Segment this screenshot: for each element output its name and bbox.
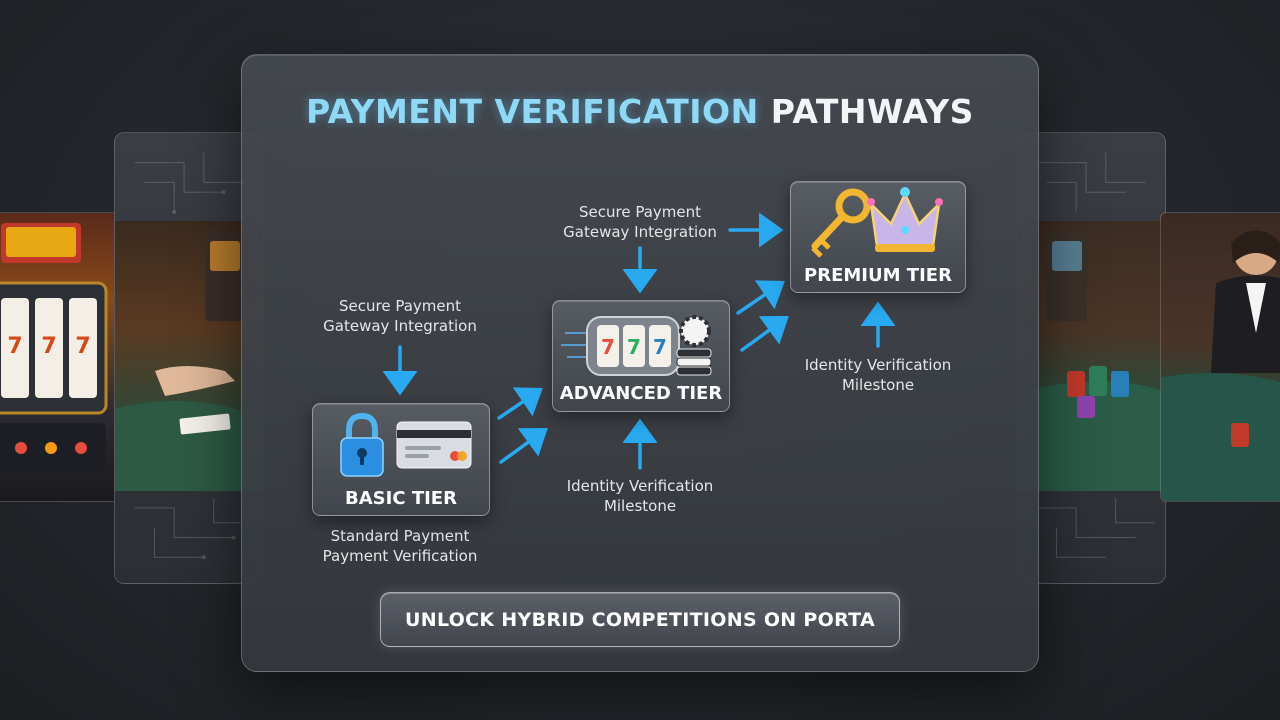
svg-text:7: 7 — [41, 334, 56, 359]
svg-text:7: 7 — [75, 334, 90, 359]
basic-tier-card[interactable]: BASIC TIER — [312, 403, 490, 516]
circuit-pattern-right — [1036, 152, 1156, 558]
slot-machine-illustration: 7 7 7 — [0, 223, 108, 473]
circuit-pattern — [134, 152, 254, 560]
svg-text:7: 7 — [653, 335, 667, 359]
page-title: PAYMENT VERIFICATION PATHWAYS — [0, 92, 1280, 131]
basic-bottom-label: Standard Payment Payment Verification — [322, 527, 478, 565]
svg-text:7: 7 — [601, 335, 615, 359]
padlock-icon — [340, 412, 384, 477]
poker-chips-icon — [676, 315, 712, 376]
advanced-tier-card[interactable]: 7 7 7 ADVANCED TIER — [552, 300, 730, 412]
title-accent: PAYMENT VERIFICATION — [306, 92, 759, 131]
casino-table-image-panel — [114, 132, 264, 584]
slot-reels-icon: 7 7 7 — [586, 316, 680, 376]
advanced-tier-name: ADVANCED TIER — [559, 383, 723, 404]
advanced-top-label: Secure Payment Gateway Integration — [563, 203, 717, 241]
svg-text:7: 7 — [627, 335, 641, 359]
crown-icon — [867, 187, 943, 252]
golden-key-icon — [811, 188, 871, 258]
svg-text:7: 7 — [7, 334, 22, 359]
title-plain: PATHWAYS — [770, 92, 974, 131]
poker-table-image-panel — [1016, 132, 1166, 584]
basic-top-label: Secure Payment Gateway Integration — [323, 297, 477, 335]
advanced-bottom-label: Identity Verification Milestone — [566, 477, 714, 515]
premium-tier-card[interactable]: PREMIUM TIER — [790, 181, 966, 293]
dealer-image-panel — [1160, 212, 1280, 502]
credit-card-icon — [396, 421, 472, 469]
speed-lines-icon — [561, 332, 587, 358]
unlock-competitions-button[interactable]: UNLOCK HYBRID COMPETITIONS ON PORTA — [380, 592, 900, 647]
dealer-illustration — [1161, 230, 1280, 501]
basic-tier-name: BASIC TIER — [345, 488, 457, 509]
slot-machine-image-panel: 7 7 7 — [0, 212, 120, 502]
poker-table-scene — [1017, 221, 1165, 521]
premium-tier-name: PREMIUM TIER — [804, 265, 952, 286]
casino-table-scene — [115, 221, 263, 521]
premium-bottom-label: Identity Verification Milestone — [804, 356, 952, 394]
